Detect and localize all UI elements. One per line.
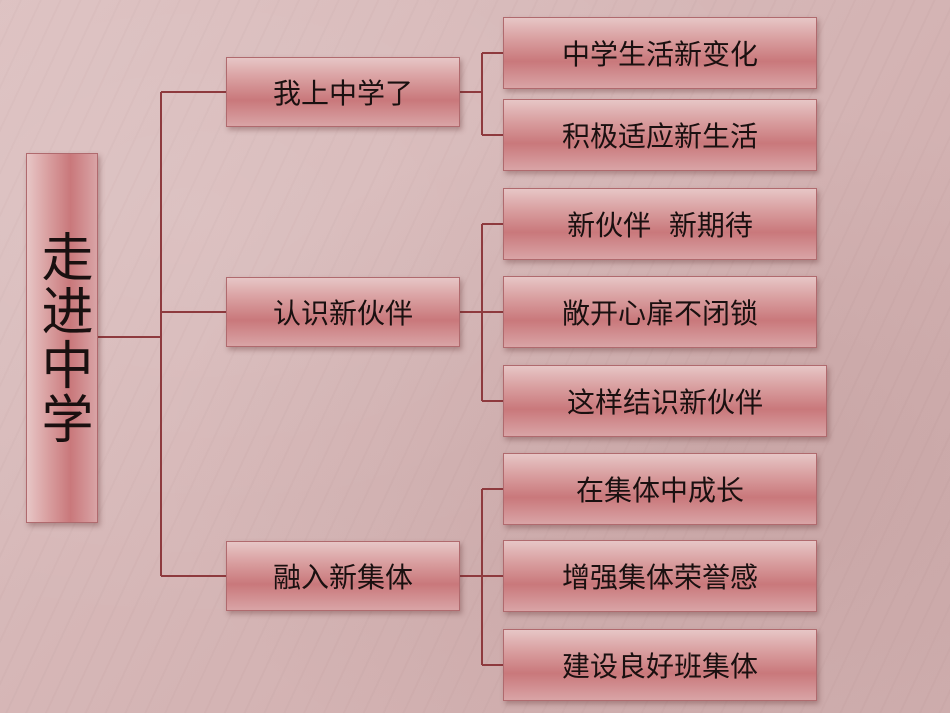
leaf-node-1-2: 积极适应新生活 (503, 99, 817, 171)
root-node-title: 走进中学 (26, 153, 98, 523)
leaf-node-1-1: 中学生活新变化 (503, 17, 817, 89)
branch-node-1: 我上中学了 (226, 57, 460, 127)
leaf-node-2-3: 这样结识新伙伴 (503, 365, 827, 437)
leaf-node-2-1: 新伙伴 新期待 (503, 188, 817, 260)
connector-branch-3 (460, 488, 503, 666)
leaf-node-2-2: 敞开心扉不闭锁 (503, 276, 817, 348)
connector-branch-1 (460, 52, 503, 136)
leaf-node-3-3: 建设良好班集体 (503, 629, 817, 701)
leaf-node-3-1: 在集体中成长 (503, 453, 817, 525)
branch-node-3: 融入新集体 (226, 541, 460, 611)
connector-branch-2 (460, 223, 503, 402)
branch-node-2: 认识新伙伴 (226, 277, 460, 347)
leaf-node-3-2: 增强集体荣誉感 (503, 540, 817, 612)
connector-root (98, 91, 226, 577)
